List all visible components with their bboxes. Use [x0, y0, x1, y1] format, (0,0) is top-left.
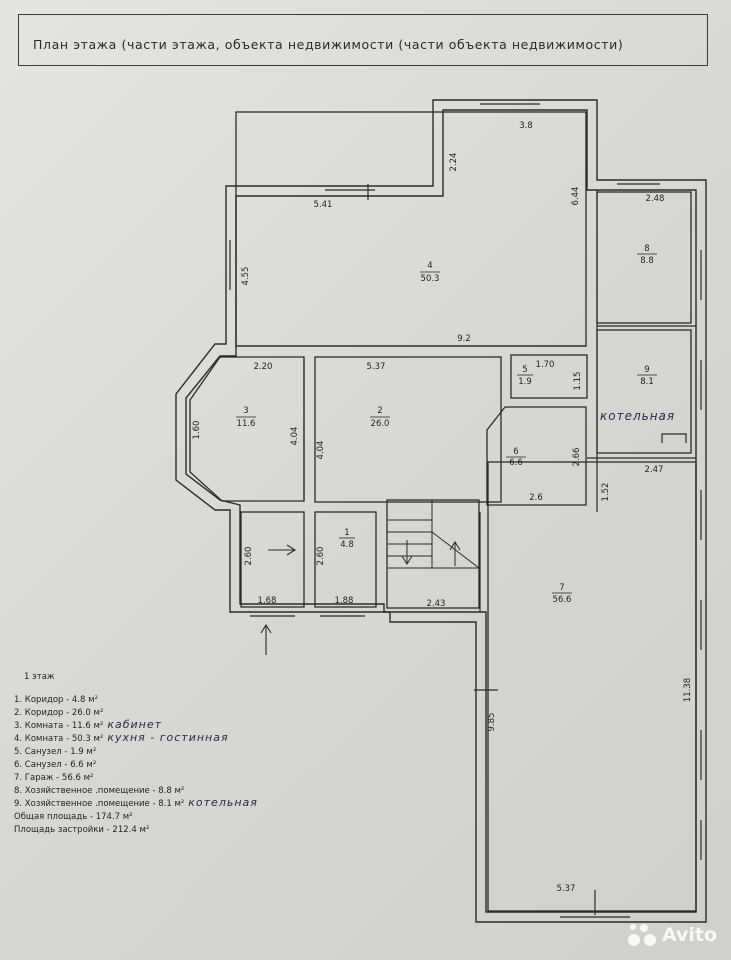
room-1-number: 1 — [344, 528, 349, 538]
room-2-outline — [314, 356, 502, 503]
dim-label: 2.60 — [244, 547, 254, 566]
avito-wordmark: Avito — [661, 924, 717, 946]
room-5-area: 1.9 — [518, 377, 532, 387]
room-4-outline — [235, 111, 587, 347]
dim-label: 3.8 — [519, 121, 533, 131]
dim-label: 11.38 — [683, 678, 693, 702]
dim-label: 5.37 — [557, 884, 576, 894]
dim-label: 6.44 — [571, 187, 581, 206]
door-arrow-head — [286, 544, 297, 556]
legend-item-text: 4. Комната - 50.3 м² — [14, 734, 104, 744]
avito-watermark: Avito — [627, 922, 717, 948]
legend-item-text: 6. Санузел - 6.6 м² — [14, 760, 97, 770]
plan-title: План этажа (части этажа, объекта недвижи… — [33, 37, 624, 52]
legend: 1 этаж 1. Коридор - 4.8 м² 2. Коридор - … — [14, 672, 344, 837]
title-frame: План этажа (части этажа, объекта недвижи… — [18, 14, 708, 66]
legend-item-note: котельная — [188, 796, 258, 809]
room-6-outline — [486, 406, 587, 506]
inner-wall-outline — [185, 109, 697, 913]
legend-item-note: кабинет — [107, 718, 162, 731]
built-area: Площадь застройки - 212.4 м² — [14, 825, 150, 835]
stair-arrow-up-head — [449, 541, 461, 551]
dim-label: 9.2 — [457, 334, 471, 344]
legend-item-text: 9. Хозяйственное .помещение - 8.1 м² — [14, 799, 185, 809]
room-7-number: 7 — [559, 583, 564, 593]
dim-label: 2.47 — [645, 465, 664, 475]
room-6-area: 6.6 — [509, 458, 523, 468]
total-area: Общая площадь - 174.7 м² — [14, 812, 133, 822]
room-4-number: 4 — [427, 261, 432, 271]
outer-wall-outline — [175, 99, 707, 923]
dim-label: 5.41 — [314, 200, 333, 210]
legend-item-note: кухня - гостинная — [107, 731, 229, 744]
dim-label: 2.24 — [449, 153, 459, 172]
room-3-outline — [189, 356, 305, 502]
room-7-outline — [487, 461, 697, 912]
dim-label: 4.04 — [290, 427, 300, 446]
dim-label: 2.43 — [427, 599, 446, 609]
room-3-number: 3 — [243, 406, 248, 416]
stair-arrow-down-head — [401, 555, 413, 565]
dim-label: 2.48 — [646, 194, 665, 204]
legend-item: 8. Хозяйственное .помещение - 8.8 м² — [14, 783, 344, 796]
room-3-area: 11.6 — [237, 419, 256, 429]
legend-item-text: 3. Комната - 11.6 м² — [14, 721, 104, 731]
room-8-number: 8 — [644, 244, 649, 254]
dim-label: 2.66 — [572, 448, 582, 467]
room-6-number: 6 — [513, 447, 518, 457]
legend-item-text: 5. Санузел - 1.9 м² — [14, 747, 97, 757]
room-7-area: 56.6 — [553, 595, 572, 605]
dim-label: 4.04 — [316, 441, 326, 460]
room-5-number: 5 — [522, 365, 527, 375]
dim-label: 1.70 — [536, 360, 555, 370]
dim-label: 1.88 — [335, 596, 354, 606]
legend-item-text: 1. Коридор - 4.8 м² — [14, 695, 98, 705]
dim-label: 1.15 — [573, 372, 583, 391]
stair-hall-outline — [386, 499, 480, 609]
legend-item: 1. Коридор - 4.8 м² — [14, 692, 344, 705]
room-9-number: 9 — [644, 365, 649, 375]
dim-label: 1.52 — [601, 483, 611, 502]
dim-label: 5.37 — [367, 362, 386, 372]
dim-label: 1.60 — [192, 421, 202, 440]
avito-logo-icon — [627, 922, 658, 948]
room-2-area: 26.0 — [371, 419, 390, 429]
dim-label: 9.85 — [487, 713, 497, 732]
dim-label: 2.60 — [316, 547, 326, 566]
legend-item: 2. Коридор - 26.0 м² — [14, 705, 344, 718]
dim-label: 1.68 — [258, 596, 277, 606]
room-9-area: 8.1 — [640, 377, 654, 387]
legend-item: 5. Санузел - 1.9 м² — [14, 744, 344, 757]
room-5-outline — [510, 354, 588, 399]
room-4-area: 50.3 — [421, 274, 440, 284]
room-1-area: 4.8 — [340, 540, 354, 550]
floor-label: 1 этаж — [24, 672, 55, 682]
legend-item: 7. Гараж - 56.6 м² — [14, 770, 344, 783]
dim-label: 2.6 — [529, 493, 543, 503]
small-room-outline — [240, 511, 305, 608]
legend-item-text: 2. Коридор - 26.0 м² — [14, 708, 104, 718]
room-1-outline — [314, 511, 377, 608]
legend-item-text: 7. Гараж - 56.6 м² — [14, 773, 94, 783]
handwritten-boiler-note: котельная — [600, 409, 675, 423]
legend-item-text: 8. Хозяйственное .помещение - 8.8 м² — [14, 786, 185, 796]
room-2-number: 2 — [377, 406, 382, 416]
dim-label: 2.20 — [254, 362, 273, 372]
boiler-symbol — [661, 433, 687, 443]
entry-arrow-head — [260, 623, 272, 634]
room-8-area: 8.8 — [640, 256, 654, 266]
legend-item: 6. Санузел - 6.6 м² — [14, 757, 344, 770]
dim-label: 4.55 — [241, 267, 251, 286]
